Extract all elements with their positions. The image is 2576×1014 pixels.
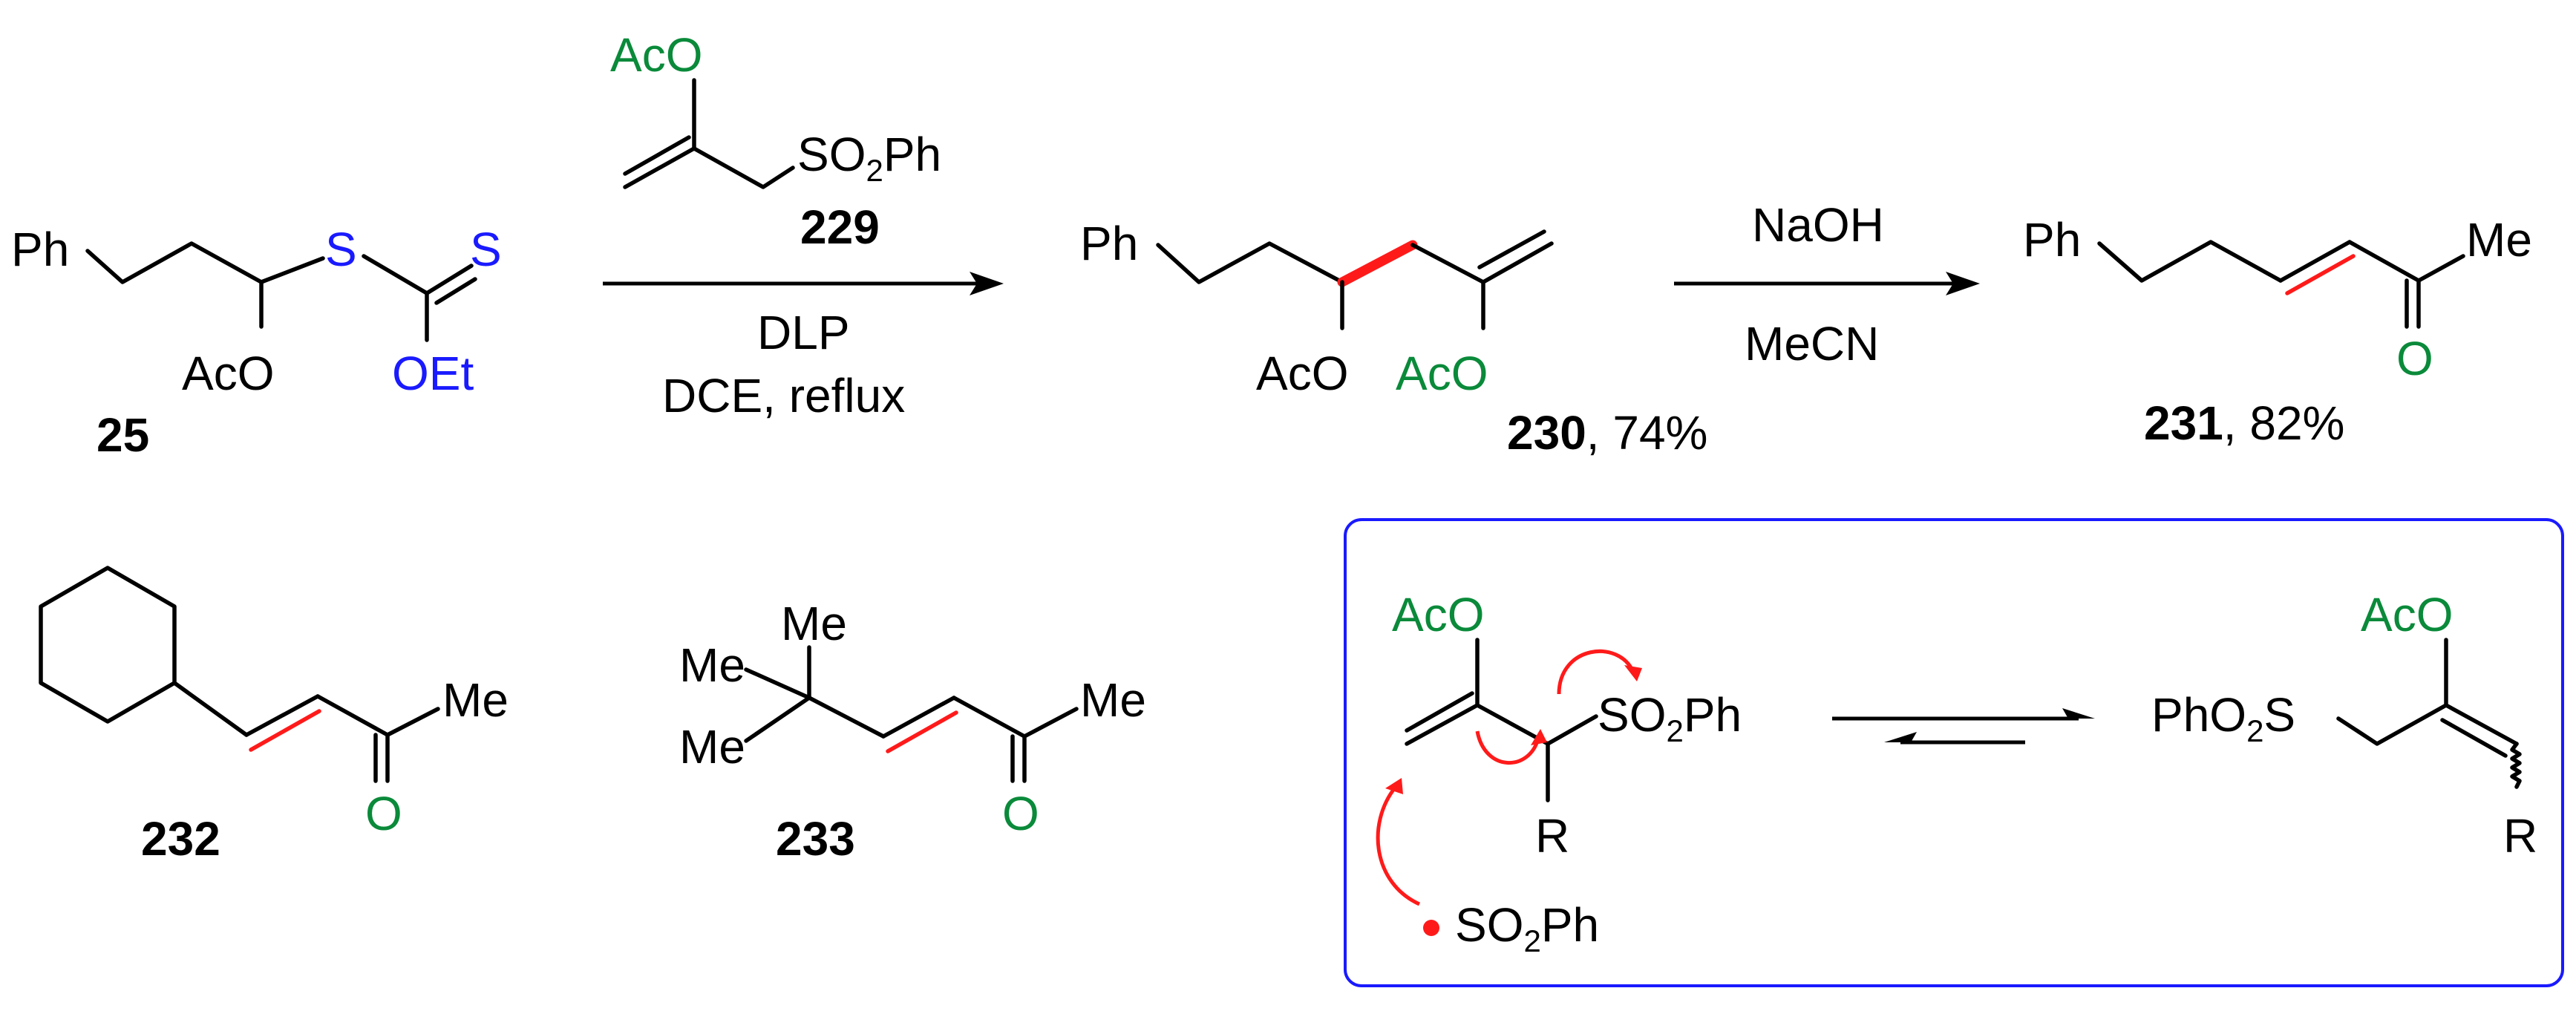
reaction-arrow-1: DLP DCE, reflux [603,272,1004,422]
reaction2-reagent: NaOH [1752,198,1884,252]
compound-232-o: O [365,787,402,840]
compound-number-233: 233 [776,812,855,866]
reaction2-solvent: MeCN [1745,317,1879,370]
compound-231-label: 231, 82% [2144,396,2344,450]
mechanism-radical-so2ph: SO2Ph [1455,898,1599,958]
mechanism-box: AcO SO2Ph R SO2Ph PhO2S AcO R [1344,518,2564,987]
compound-233-me-left2: Me [679,720,745,773]
compound-number-25: 25 [97,408,149,462]
compound-230-aco-right: AcO [1396,347,1488,400]
reagent-229-so2ph: SO2Ph [797,128,941,188]
reagent-229: AcO SO2Ph 229 [610,28,941,254]
compound-230: Ph AcO AcO 230, 74% [1080,217,1707,459]
mechanism-so2ph: SO2Ph [1598,688,1742,748]
compound-231-o: O [2396,332,2433,385]
compound-233-o: O [1002,787,1039,840]
compound-233-me-top: Me [781,597,847,650]
compound-25-aco: AcO [182,347,274,400]
compound-232-me: Me [442,673,509,727]
radical-dot-icon [1423,920,1439,936]
compound-233-me-left1: Me [679,638,745,692]
compound-231-me: Me [2466,213,2532,266]
compound-25-s1: S [325,223,357,276]
compound-25-s2: S [470,223,502,276]
compound-233: Me Me Me Me O 233 [679,597,1146,866]
compound-25-ph: Ph [11,223,69,276]
mechanism-pho2s: PhO2S [2151,688,2295,748]
reaction1-conditions-2: DCE, reflux [662,369,905,422]
compound-231: Ph Me O 231, 82% [2023,213,2532,450]
mechanism-r-right: R [2503,809,2537,863]
mechanism-r-left: R [1535,809,1569,863]
compound-25-oet: OEt [392,347,474,400]
reaction-arrow-2: NaOH MeCN [1674,198,1980,370]
reagent-229-aco: AcO [610,28,702,82]
compound-232: Me O 232 [39,566,509,866]
compound-230-label: 230, 74% [1507,406,1707,459]
mechanism-aco-right: AcO [2361,588,2453,641]
compound-233-me-right: Me [1080,673,1146,727]
compound-number-229: 229 [800,200,880,254]
compound-230-ph: Ph [1080,217,1138,270]
mechanism-aco-left: AcO [1392,588,1484,641]
compound-231-ph: Ph [2023,213,2081,266]
reaction1-conditions-1: DLP [757,306,850,359]
compound-230-aco-left: AcO [1256,347,1348,400]
compound-25: Ph AcO S S OEt 25 [11,223,502,462]
compound-number-232: 232 [141,812,220,866]
